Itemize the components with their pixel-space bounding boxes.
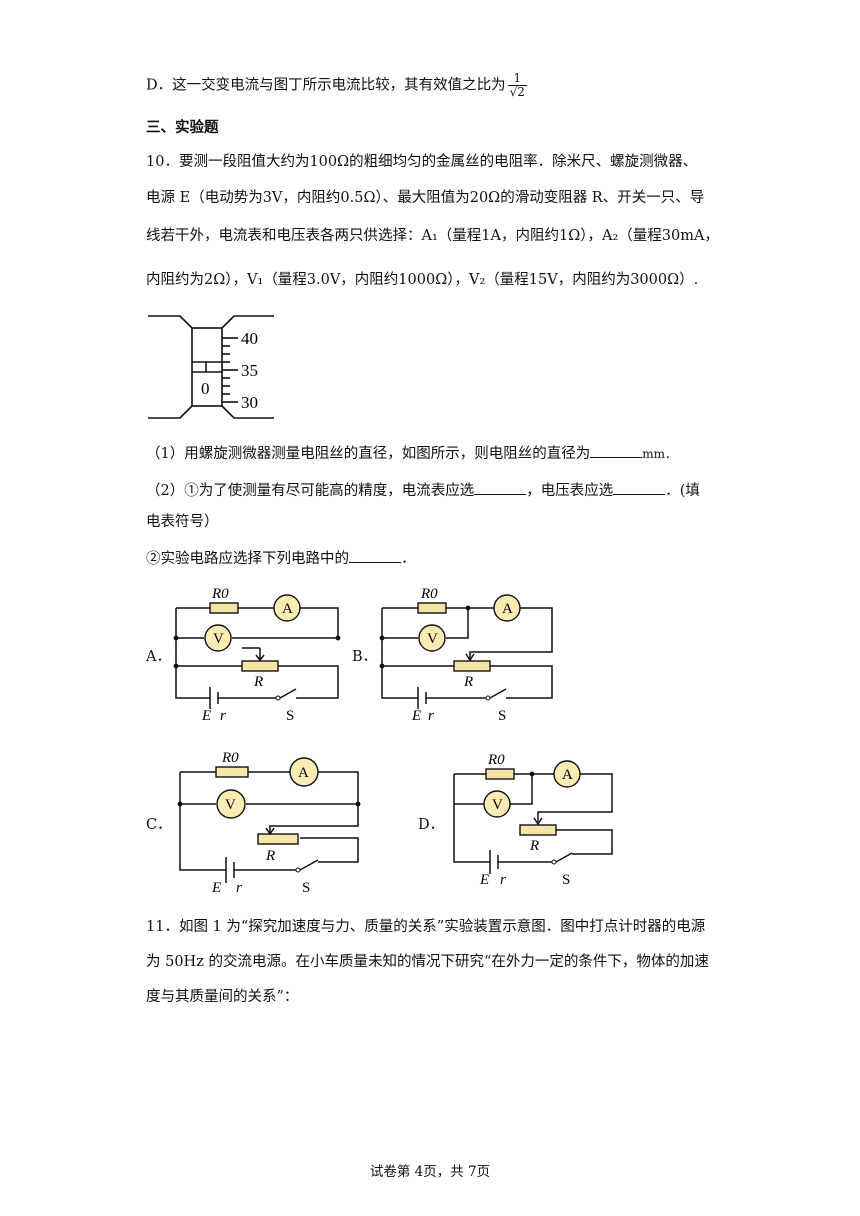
circuit-c: A V R0 R E r S — [177, 750, 361, 896]
fraction-denominator: √2 — [509, 85, 525, 99]
internal-resistance-label: r — [236, 880, 242, 896]
q10-sub2-circle: ②实验电路应选择下列电路中的 ． — [146, 548, 416, 569]
switch-label: S — [498, 708, 506, 724]
q11-line3: 度与其质量间的关系”： — [146, 989, 299, 1005]
q10-sub2-text-a: （2）①为了使测量有尽可能高的精度，电流表应选 — [146, 483, 475, 499]
q10-sub2-text-c: ．(填 — [665, 483, 700, 499]
q10-sub2-line2: 电表符号） — [146, 514, 219, 530]
q10-line2: 电源 E（电动势为3V，内阻约0.5Ω）、最大阻值为20Ω的滑动变阻器 R、开关… — [146, 190, 705, 206]
voltmeter-label: V — [225, 797, 236, 813]
circuit-b: A V R0 R E r S — [379, 586, 553, 724]
q10-sub1-text: （1）用螺旋测微器测量电阻丝的直径，如图所示，则电阻丝的直径为 — [146, 446, 591, 462]
rheostat-label: R — [253, 674, 263, 690]
answer-blank-diameter[interactable] — [590, 443, 643, 458]
answer-blank-circuit[interactable] — [349, 548, 401, 563]
micrometer-figure: 40 35 30 0 — [148, 315, 274, 419]
emf-label: E — [411, 708, 421, 724]
q10-sub2-circle-text: ②实验电路应选择下列电路中的 — [146, 551, 349, 567]
r0-label: R0 — [221, 750, 239, 766]
section-title: 三、实验题 — [146, 119, 219, 136]
voltmeter-label: V — [427, 631, 438, 647]
micrometer-sleeve-zero: 0 — [201, 379, 210, 398]
page-footer: 试卷第 4页，共 7页 — [369, 1164, 491, 1180]
r0-label: R0 — [487, 752, 505, 768]
ammeter-label: A — [502, 601, 513, 617]
q10-sub2-text-b: ，电压表应选 — [526, 483, 614, 499]
ammeter-label: A — [562, 767, 573, 783]
ammeter-label: A — [298, 765, 309, 781]
answer-blank-ammeter[interactable] — [474, 480, 527, 495]
voltmeter-label: V — [213, 631, 224, 647]
q10-line1: 10．要测一段阻值大约为100Ω的粗细均匀的金属丝的电阻率．除米尺、螺旋测微器、 — [146, 154, 698, 170]
fraction-numerator: 1 — [507, 72, 527, 86]
unit-mm: mm． — [642, 447, 677, 461]
switch-label: S — [286, 708, 294, 724]
emf-label: E — [201, 708, 211, 724]
switch-label: S — [562, 872, 570, 888]
circuit-option-c-label: C． — [146, 817, 172, 833]
emf-label: E — [211, 880, 221, 896]
internal-resistance-label: r — [220, 708, 226, 724]
switch-label: S — [302, 880, 310, 896]
rheostat-label: R — [463, 674, 473, 690]
r0-label: R0 — [420, 586, 438, 602]
circuit-option-b-label: B． — [352, 649, 378, 665]
q10-line4: 内阻约为2Ω），V₁（量程3.0V，内阻约1000Ω），V₂（量程15V，内阻约… — [146, 272, 699, 288]
emf-label: E — [479, 872, 489, 888]
circuit-d: A V R0 R E r S — [453, 752, 613, 888]
q10-sub2-circle-end: ． — [401, 551, 416, 567]
fraction: 1√2 — [507, 72, 527, 99]
q11-line1: 11．如图 1 为“探究加速度与力、质量的关系”实验装置示意图．图中打点计时器的… — [146, 919, 706, 935]
circuit-a: A V R0 R E r S — [173, 586, 341, 724]
micrometer-tick-35: 35 — [241, 361, 258, 380]
option-d-text: D．这一交变电流与图丁所示电流比较，其有效值之比为 — [146, 77, 506, 94]
ammeter-label: A — [282, 601, 293, 617]
circuit-option-a-label: A． — [146, 649, 171, 665]
rheostat-label: R — [529, 838, 539, 854]
r0-label: R0 — [211, 586, 229, 602]
q10-sub2: （2）①为了使测量有尽可能高的精度，电流表应选 ，电压表应选 ．(填 — [146, 480, 700, 501]
circuit-option-d-label: D． — [418, 817, 445, 833]
rheostat-label: R — [265, 848, 275, 864]
internal-resistance-label: r — [500, 872, 506, 888]
micrometer-tick-30: 30 — [241, 393, 258, 412]
internal-resistance-label: r — [428, 708, 434, 724]
answer-blank-voltmeter[interactable] — [613, 480, 666, 495]
micrometer-tick-40: 40 — [241, 329, 258, 348]
voltmeter-label: V — [492, 797, 503, 813]
q10-sub1: （1）用螺旋测微器测量电阻丝的直径，如图所示，则电阻丝的直径为 mm． — [146, 443, 677, 464]
q10-line3: 线若干外，电流表和电压表各两只供选择：A₁（量程1A，内阻约1Ω），A₂（量程3… — [146, 228, 719, 244]
q11-line2: 为 50Hz 的交流电源。在小车质量未知的情况下研究“在外力一定的条件下，物体的… — [146, 954, 709, 970]
